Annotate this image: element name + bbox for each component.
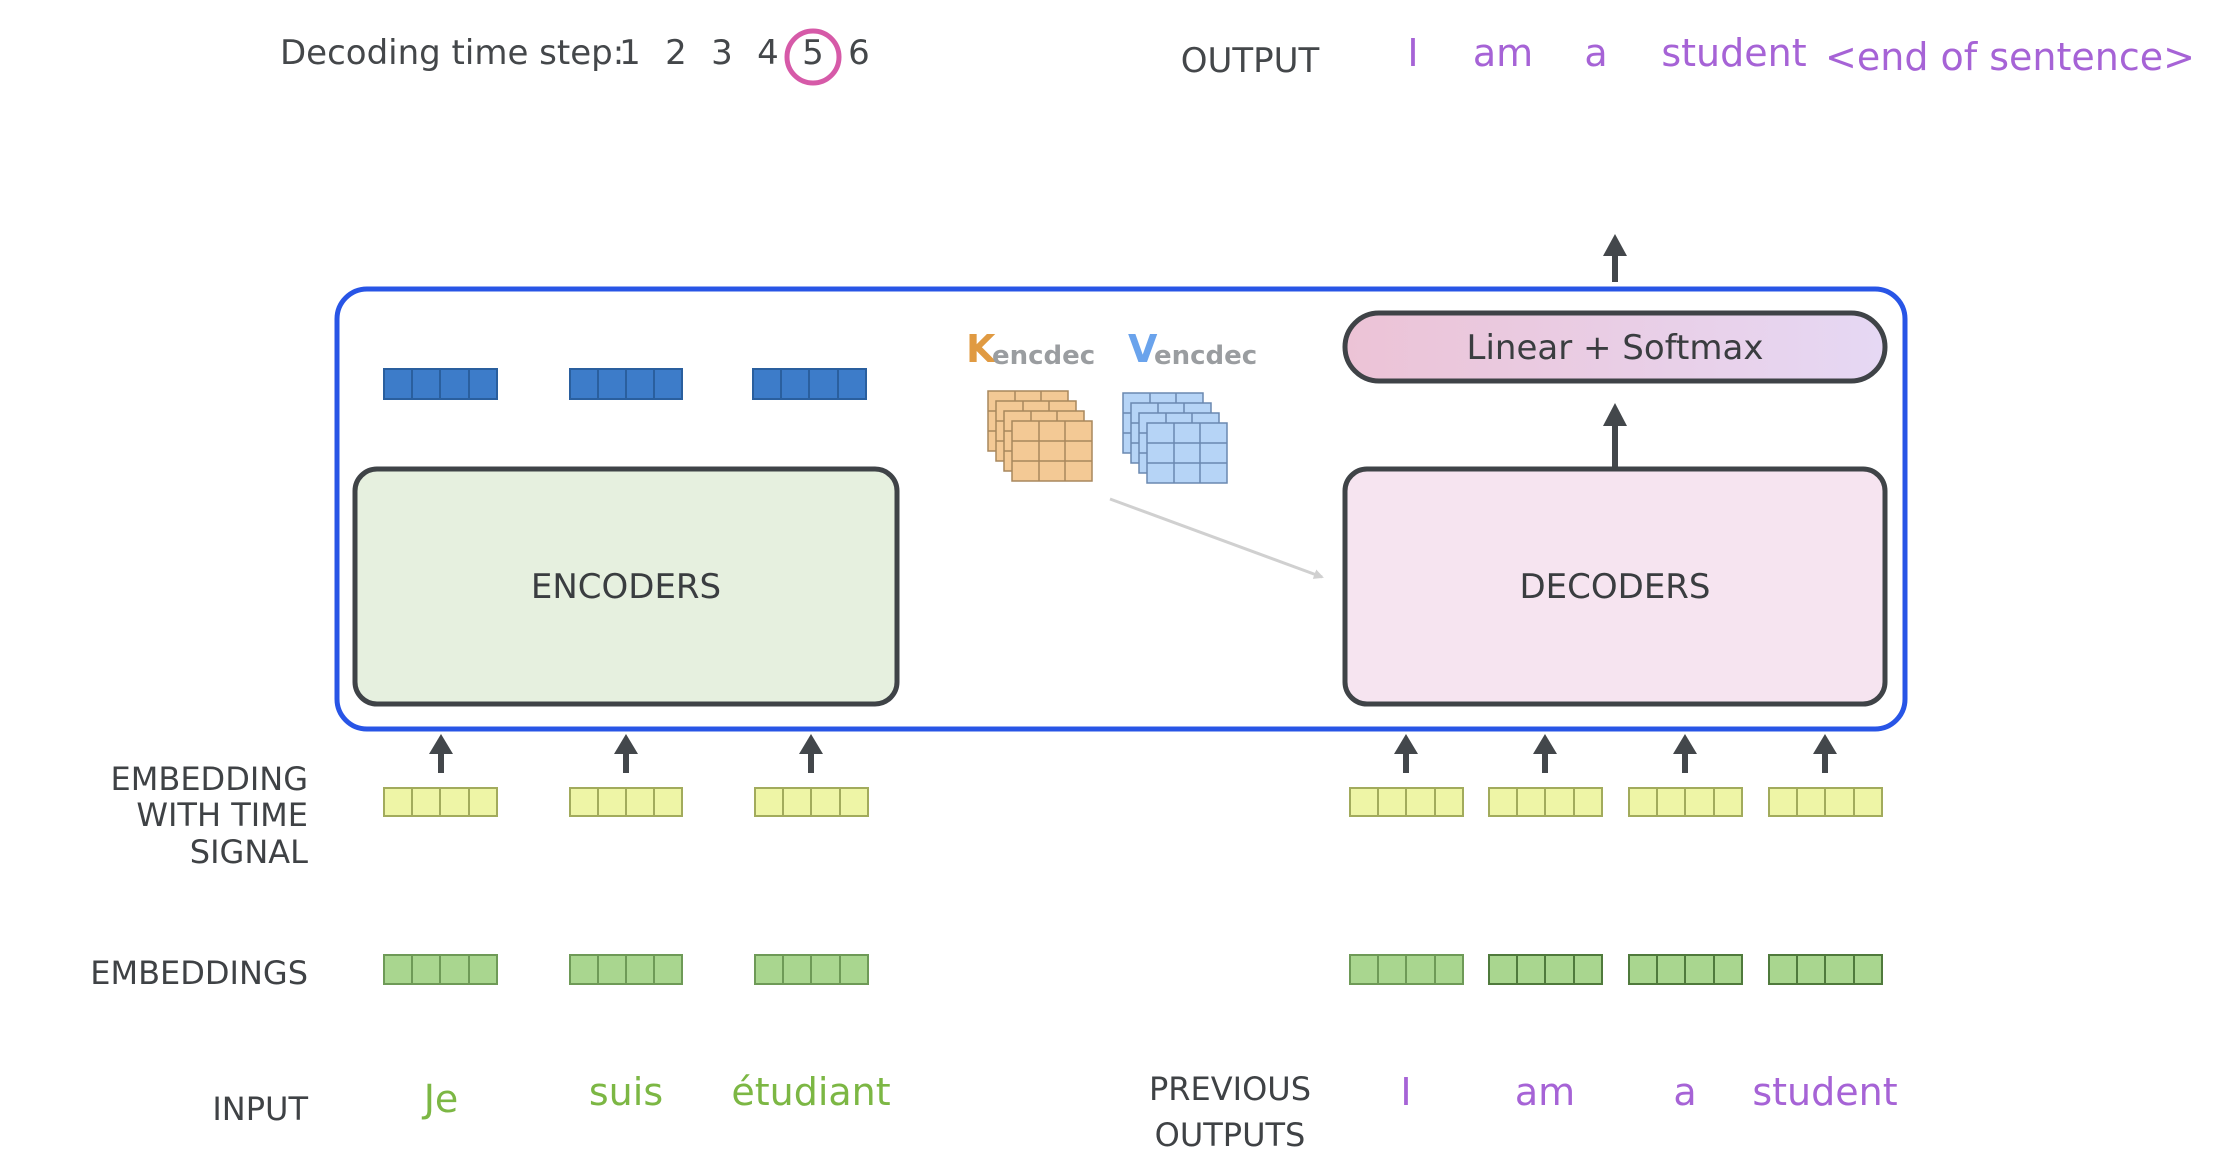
embeddings-label: EMBEDDINGS — [90, 954, 308, 992]
input-token-2: suis — [589, 1070, 663, 1114]
previous-output-token-2: am — [1515, 1070, 1575, 1114]
input-label: INPUT — [212, 1090, 308, 1128]
embedding-time-signal-label-line2: WITH TIME — [136, 796, 308, 834]
embedding-time-signal-label-line3: SIGNAL — [190, 833, 308, 871]
previous-outputs-label-line1: PREVIOUS — [1149, 1070, 1311, 1108]
value-matrices — [1122, 392, 1228, 484]
embedding-vector — [1488, 954, 1603, 985]
key-matrices — [987, 390, 1093, 482]
linear-softmax-label: Linear + Softmax — [1467, 328, 1764, 368]
previous-outputs-label-line2: OUTPUTS — [1155, 1116, 1306, 1154]
decoder-input-arrow — [1813, 734, 1837, 773]
embedding-vector — [1768, 954, 1883, 985]
timestep-5: 5 — [802, 33, 824, 73]
decoders-label: DECODERS — [1519, 567, 1710, 607]
output-token-4: student — [1661, 31, 1806, 75]
output-token-3: a — [1584, 31, 1607, 75]
embedding-vector — [1628, 954, 1743, 985]
k-subscript: encdec — [992, 341, 1095, 371]
encoder-output-vector — [383, 368, 498, 400]
output-token-2: am — [1473, 31, 1533, 75]
embedding-vector — [383, 954, 498, 985]
timestep-2: 2 — [665, 33, 687, 73]
decoder-input-arrow — [1394, 734, 1418, 773]
timestep-1: 1 — [619, 33, 641, 73]
output-token-5: <end of sentence> — [1825, 35, 2195, 79]
previous-output-token-3: a — [1673, 1070, 1696, 1114]
embedding-vector — [569, 954, 683, 985]
k-label: K — [966, 327, 997, 371]
embedding-time-signal-label-line1: EMBEDDING — [111, 760, 308, 798]
input-token-1: Je — [422, 1077, 459, 1121]
decoders-box — [1342, 466, 1888, 707]
timestep-3: 3 — [711, 33, 733, 73]
v-subscript: encdec — [1154, 341, 1257, 371]
timestep-label: Decoding time step: — [280, 33, 624, 73]
linear-softmax-box — [1342, 310, 1888, 384]
encoder-input-arrow — [614, 734, 638, 773]
output-token-1: I — [1407, 31, 1418, 75]
time-signal-vector — [1628, 787, 1743, 817]
time-signal-vector — [754, 787, 869, 817]
decoder-to-softmax-arrow-head — [1603, 403, 1627, 426]
kv-to-decoder-arrow — [1109, 497, 1324, 579]
encoders-box — [352, 466, 900, 707]
encoder-input-arrow — [429, 734, 453, 773]
previous-output-token-4: student — [1752, 1070, 1897, 1114]
decoder-input-arrow — [1673, 734, 1697, 773]
time-signal-vector — [1488, 787, 1603, 817]
encoders-label: ENCODERS — [531, 567, 721, 607]
v-label: V — [1128, 327, 1158, 371]
current-step-circle — [784, 28, 842, 86]
encoder-input-arrow — [799, 734, 823, 773]
embedding-vector — [1349, 954, 1464, 985]
decoder-input-arrow — [1533, 734, 1557, 773]
timestep-4: 4 — [757, 33, 779, 73]
output-arrow-head — [1603, 234, 1627, 256]
encoder-output-vector — [752, 368, 867, 400]
previous-output-token-1: I — [1400, 1070, 1411, 1114]
timestep-6: 6 — [848, 33, 870, 73]
output-label: OUTPUT — [1181, 41, 1320, 81]
time-signal-vector — [1349, 787, 1464, 817]
time-signal-vector — [569, 787, 683, 817]
time-signal-vector — [383, 787, 498, 817]
input-token-3: étudiant — [731, 1070, 890, 1114]
encoder-output-vector — [569, 368, 683, 400]
time-signal-vector — [1768, 787, 1883, 817]
embedding-vector — [754, 954, 869, 985]
